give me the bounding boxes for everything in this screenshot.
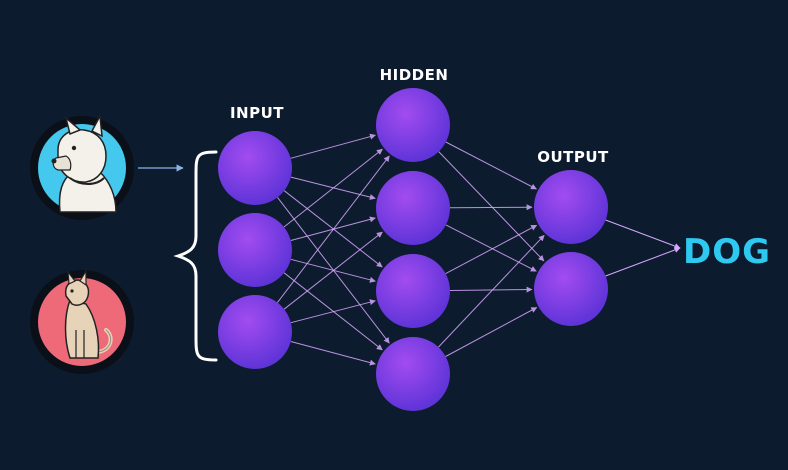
hidden-node-4 <box>376 337 450 411</box>
input-node-3 <box>218 295 292 369</box>
output-node-1 <box>534 170 608 244</box>
input-node-2 <box>218 213 292 287</box>
edge-l0-2-0 <box>277 155 390 303</box>
edge-l1-3-1 <box>445 307 538 357</box>
edge-l0-2-1 <box>283 231 383 310</box>
network-nodes <box>218 88 608 411</box>
edge-l1-1-1 <box>445 224 537 272</box>
edge-l0-2-3 <box>290 341 376 366</box>
dog-image <box>30 113 134 220</box>
hidden-node-2 <box>376 171 450 245</box>
result-label: DOG <box>683 232 771 272</box>
edge-output-1-to-result <box>605 247 681 277</box>
edge-l1-2-0 <box>445 224 538 275</box>
input-bracket <box>173 150 218 362</box>
connection-edges <box>277 133 681 366</box>
hidden-node-1 <box>376 88 450 162</box>
edge-l0-2-2 <box>290 299 376 324</box>
cat-image <box>30 268 134 374</box>
hidden-node-3 <box>376 254 450 328</box>
input-node-1 <box>218 131 292 205</box>
dog-icon <box>51 113 117 213</box>
edge-output-0-to-result <box>605 219 681 249</box>
output-node-2 <box>534 252 608 326</box>
hidden-label: HIDDEN <box>380 66 449 84</box>
edge-l0-1-0 <box>283 148 383 228</box>
edge-l0-0-0 <box>290 133 376 159</box>
cat-icon <box>64 268 113 359</box>
edge-l1-1-0 <box>449 204 533 211</box>
output-label: OUTPUT <box>537 148 609 166</box>
edge-l1-2-1 <box>449 286 533 293</box>
edge-l1-0-0 <box>445 141 537 190</box>
edge-l1-0-1 <box>438 151 545 262</box>
edge-l1-3-0 <box>438 234 545 348</box>
input-label: INPUT <box>230 104 284 122</box>
